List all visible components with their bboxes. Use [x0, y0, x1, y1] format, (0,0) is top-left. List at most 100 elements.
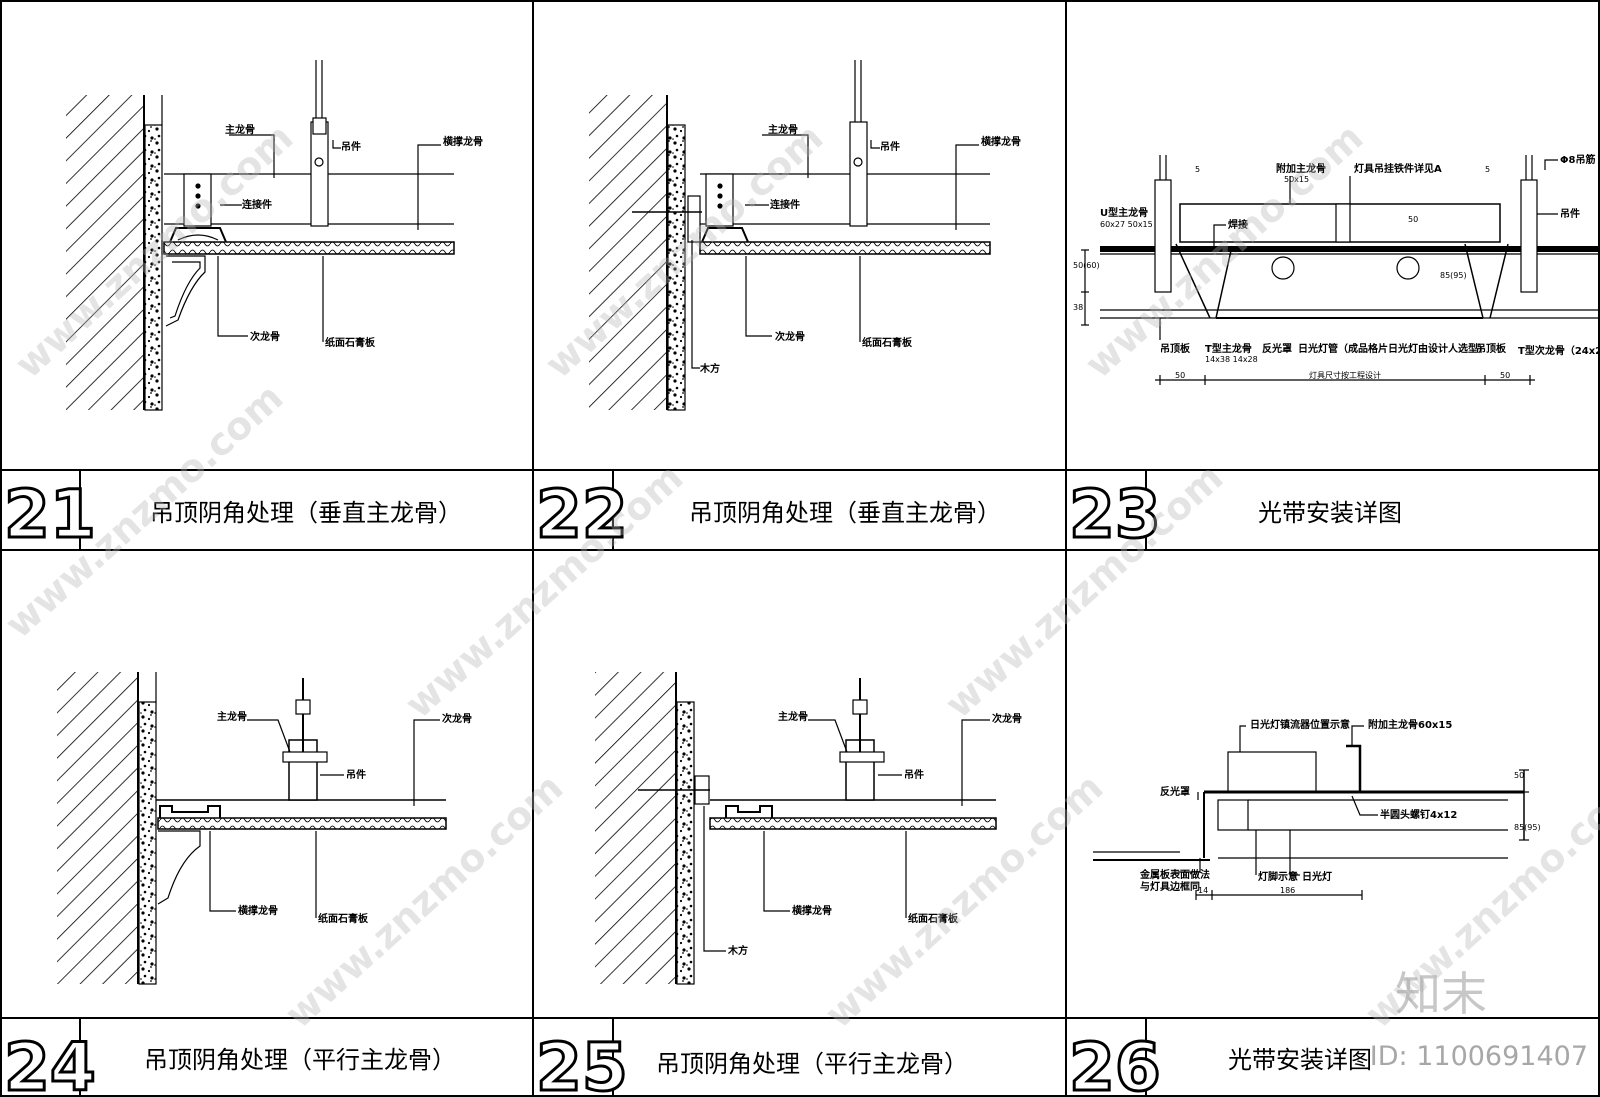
label-hanger: 吊件	[880, 140, 900, 153]
label-t-main: T型主龙骨	[1205, 342, 1252, 355]
plaster-layer	[667, 124, 686, 411]
label-hanger: 吊件	[1560, 207, 1580, 220]
detail-21	[66, 60, 455, 411]
label-u-keel: U型主龙骨	[1100, 206, 1148, 219]
label-dim-85: 85(95)	[1514, 823, 1541, 832]
label-ballast: 日光灯镇流器位置示意	[1250, 718, 1350, 731]
label-cross-keel: 横撑龙骨	[792, 904, 832, 917]
label-main-keel: 主龙骨	[225, 123, 255, 136]
label-gypsum-board: 纸面石膏板	[908, 912, 959, 925]
label-fluorescent: 日光灯管（成品格片日光灯由设计人选型）	[1298, 342, 1488, 355]
panel-title: 吊顶阴角处理（垂直主龙骨）	[150, 499, 462, 527]
label-ceiling-board2: 吊顶板	[1476, 342, 1507, 355]
panel-number: 22	[536, 476, 628, 553]
hanger	[849, 121, 868, 227]
label-hanger: 吊件	[904, 768, 924, 781]
label-gypsum-board: 纸面石膏板	[862, 336, 913, 349]
label-cross-keel: 横撑龙骨	[238, 904, 278, 917]
hanger-right	[1520, 179, 1538, 293]
panel-title: 吊顶阴角处理（平行主龙骨）	[144, 1046, 456, 1074]
label-main-keel: 主龙骨	[768, 123, 798, 136]
label-extra-keel: 附加主龙骨	[1276, 162, 1326, 175]
labels-22: 主龙骨 吊件 横撑龙骨 连接件 次龙骨 纸面石膏板 木方	[699, 123, 1021, 375]
wood-block	[687, 195, 701, 243]
label-extra-keel: 附加主龙骨60x15	[1368, 718, 1452, 731]
detail-25	[595, 672, 997, 985]
label-dim-50: 50	[1514, 771, 1524, 780]
detail-24	[57, 672, 447, 985]
labels-23: Φ8吊筋 吊件 附加主龙骨 50x15 灯具吊挂铁件详见A U型主龙骨 60x2…	[1073, 153, 1600, 380]
plaster-layer	[676, 701, 695, 985]
label-t-main-size: 14x38 14x28	[1205, 355, 1258, 364]
panel-number: 24	[4, 1029, 96, 1097]
label-dim-14: 14	[1198, 886, 1208, 895]
brand-logo: 知末	[1395, 967, 1487, 1021]
title-block-22: 22 吊顶阴角处理（垂直主龙骨）	[535, 475, 1002, 555]
watermark-site: www.znzmo.com	[277, 765, 572, 1037]
label-cross-keel: 横撑龙骨	[981, 135, 1021, 148]
connector	[183, 173, 212, 227]
panel-number: 21	[4, 476, 96, 553]
label-cross-keel: 横撑龙骨	[443, 135, 483, 148]
label-dim-left: 50	[1175, 371, 1185, 380]
label-gypsum-board: 纸面石膏板	[318, 912, 369, 925]
panel-title: 光带安装详图	[1258, 499, 1402, 527]
label-reflector: 反光罩	[1160, 785, 1190, 798]
plaster-layer	[138, 701, 157, 985]
label-metal-panel: 金属板表面做法	[1139, 868, 1210, 881]
title-block-24: 24 吊顶阴角处理（平行主龙骨）	[3, 1028, 457, 1097]
label-dim-5a: 5	[1195, 165, 1200, 174]
wall-hatch	[595, 672, 675, 984]
watermark-site: www.znzmo.com	[817, 765, 1112, 1037]
panel-number: 25	[536, 1029, 628, 1097]
panel-title: 光带安装详图	[1228, 1046, 1372, 1074]
image-id: ID: 1100691407	[1370, 1041, 1588, 1072]
gypsum-board	[157, 817, 447, 830]
label-hanger: 吊件	[346, 768, 366, 781]
label-connector: 连接件	[242, 198, 272, 211]
label-fixture-note: 灯具吊挂铁件详见A	[1354, 162, 1442, 175]
gypsum-board	[699, 241, 991, 255]
ballast	[1227, 751, 1317, 793]
label-main-keel: 主龙骨	[778, 710, 808, 723]
label-dim-50: 50	[1408, 215, 1418, 224]
labels-25: 主龙骨 吊件 次龙骨 横撑龙骨 纸面石膏板 木方	[727, 710, 1022, 957]
label-extra-keel-size: 50x15	[1284, 175, 1309, 184]
title-block-26: 26 光带安装详图	[1068, 1028, 1373, 1097]
label-foot: 灯脚示意	[1258, 870, 1298, 883]
gypsum-board	[163, 241, 455, 255]
wall-hatch	[589, 95, 667, 410]
title-block-25: 25 吊顶阴角处理（平行主龙骨）	[535, 1028, 969, 1097]
hanger	[310, 121, 329, 227]
label-wood-block: 木方	[727, 944, 748, 957]
panel-number: 26	[1069, 1029, 1161, 1097]
label-hanger: 吊件	[341, 140, 361, 153]
label-secondary-keel: 次龙骨	[992, 712, 1022, 725]
wall-hatch	[66, 95, 144, 410]
label-main-keel: 主龙骨	[217, 710, 247, 723]
label-dim-38: 38	[1073, 303, 1083, 312]
label-metal-panel2: 与灯具边框同	[1140, 880, 1200, 893]
label-dim-186: 186	[1280, 886, 1295, 895]
wall-hatch	[57, 672, 137, 984]
label-lamp: 日光灯	[1302, 870, 1332, 883]
labels-21: 主龙骨 吊件 横撑龙骨 连接件 次龙骨 纸面石膏板	[225, 123, 483, 349]
title-block-21: 21 吊顶阴角处理（垂直主龙骨）	[3, 475, 463, 555]
label-weld: 焊接	[1228, 218, 1248, 231]
label-secondary-keel: 次龙骨	[442, 712, 472, 725]
plaster-layer	[144, 124, 163, 411]
connector	[705, 173, 734, 227]
label-secondary-keel: 次龙骨	[775, 330, 805, 343]
label-reflector: 反光罩	[1262, 342, 1292, 355]
label-dim-5b: 5	[1485, 165, 1490, 174]
detail-26	[1093, 725, 1529, 900]
label-connector: 连接件	[770, 198, 800, 211]
watermark-layer: www.znzmo.com www.znzmo.com www.znzmo.co…	[0, 115, 1600, 1072]
label-rod: Φ8吊筋	[1560, 153, 1595, 166]
hanger-left	[1154, 179, 1172, 293]
label-dim-50-60: 50(60)	[1073, 261, 1100, 270]
label-dim-center: 灯具尺寸按工程设计	[1309, 370, 1381, 380]
labels-24: 主龙骨 吊件 次龙骨 横撑龙骨 纸面石膏板	[217, 710, 472, 925]
panel-title: 吊顶阴角处理（垂直主龙骨）	[689, 499, 1001, 527]
